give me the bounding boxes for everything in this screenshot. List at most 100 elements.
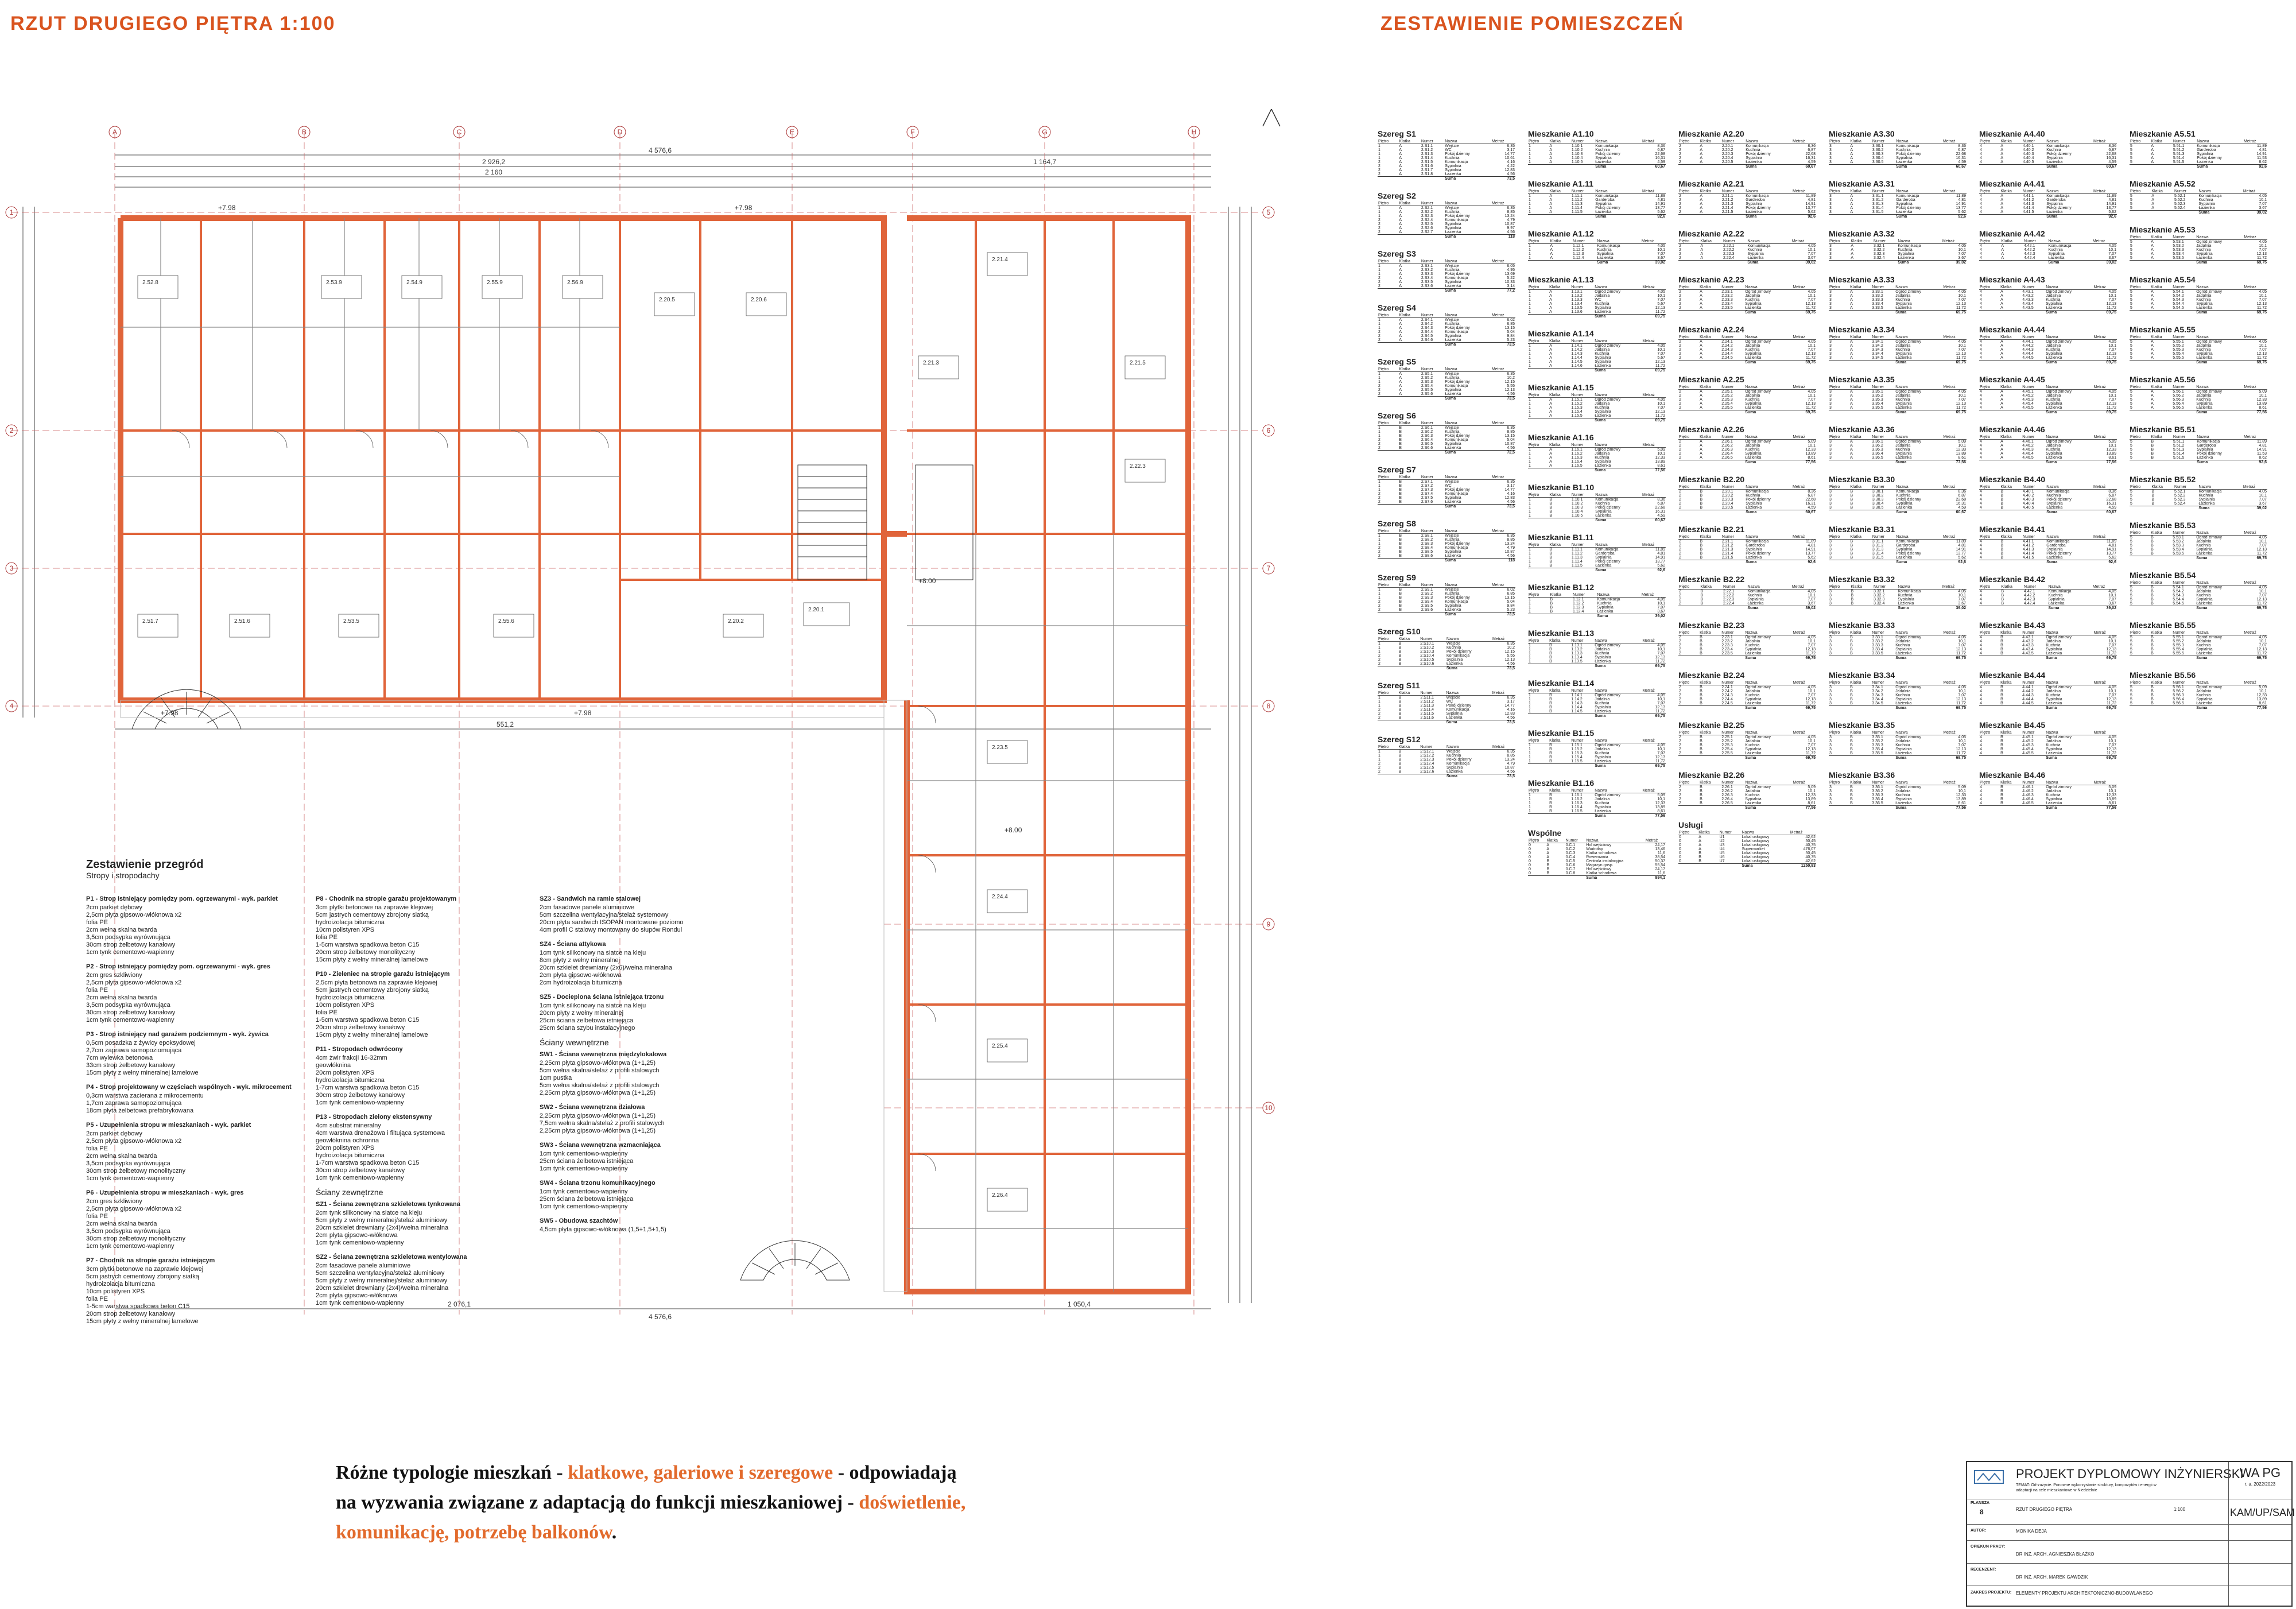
table-cell: 2.S5.3 [1421, 380, 1433, 384]
table-cell: B [1850, 506, 1853, 510]
table-cell: 12,13 [2256, 548, 2267, 552]
table-cell: 5.51.1 [2173, 440, 2185, 444]
sum-value: 92,6 [2092, 560, 2117, 564]
table-cell: B [1700, 793, 1702, 797]
table-cell: 1.10.3 [1571, 152, 1583, 156]
table-cell: 2 [1378, 766, 1380, 770]
table-cell: 5 [2130, 440, 2132, 444]
schedule-column-header: Metraż [1942, 335, 1967, 340]
table-cell: 5.54.2 [2173, 294, 2184, 298]
table-cell: Jadalnia [2046, 689, 2061, 693]
table-cell: B [1549, 701, 1552, 705]
schedule-column-header: Numer [1871, 681, 1895, 685]
table-cell: Jadalnia [1595, 648, 1610, 652]
table-cell: 476,07 [1803, 847, 1816, 851]
table-cell: 2 [1378, 762, 1380, 766]
table-cell [2150, 705, 2173, 710]
table-cell: A [2000, 394, 2003, 398]
table-cell: 2 [1679, 340, 1681, 344]
sum-value: 77,56 [1942, 805, 1967, 810]
sheet-number: 8 [1980, 1508, 1984, 1516]
sum-value: 69,75 [2093, 360, 2117, 365]
table-cell: 7,07 [1808, 298, 1816, 302]
schedule-column-header: Piętro [1979, 189, 2000, 194]
table-cell: Kuchnia [1595, 302, 1609, 306]
table-cell: 4,56 [1507, 554, 1515, 558]
schedule-column-header: Klatka [1699, 535, 1721, 540]
table-cell: Łazienka [1595, 414, 1611, 418]
table-cell: A [1549, 302, 1552, 306]
schedule-column-header: Numer [1572, 593, 1597, 598]
table-cell: 3.32.4 [1873, 256, 1885, 260]
table-cell: 1 [1529, 410, 1531, 414]
table-cell: 2 [1679, 635, 1681, 639]
table-cell: 3.30.1 [1872, 490, 1884, 494]
table-cell: B [2151, 689, 2154, 693]
partition-layer: 5cm płyty z wełny mineralnej/stelaż alum… [316, 1217, 448, 1224]
table-cell: 13,15 [1504, 434, 1515, 438]
schedule-column-header: Nazwa [1895, 535, 1942, 540]
table-cell: Sypialnia [1898, 598, 1914, 602]
table-cell: Komunikacja [1445, 546, 1468, 550]
schedule-column-header: Piętro [1829, 385, 1850, 390]
sum-label: Suma [1745, 560, 1792, 564]
table-cell: B [2151, 440, 2154, 444]
table-cell: 11,72 [2107, 652, 2116, 656]
table-cell: 8,36 [2108, 144, 2116, 148]
table-cell: 4 [1980, 198, 1982, 202]
table-cell: Komunikacja [1446, 762, 1470, 766]
table-cell: 16,31 [1956, 502, 1966, 506]
table-cell: A [1850, 302, 1853, 306]
sum-label: Suma [2196, 656, 2244, 660]
table-cell: Komunikacja [1746, 144, 1769, 148]
table-cell: 2.26.3 [1721, 448, 1733, 452]
schedule-table-title: Mieszkanie A5.53 [2130, 225, 2196, 234]
table-cell: 4.46.2 [2022, 444, 2034, 448]
table-cell: 22,68 [1655, 506, 1665, 510]
table-cell [1398, 774, 1420, 778]
sum-label: Suma [1744, 705, 1793, 710]
schedule-column-header: Klatka [1699, 285, 1721, 290]
table-cell [1378, 288, 1399, 293]
schedule-column-header: Nazwa [2196, 631, 2244, 635]
schedule-table-title: Mieszkanie A3.33 [1829, 275, 1895, 284]
table-cell [1378, 774, 1398, 778]
table-cell: 2.20.1 [1721, 490, 1733, 494]
schedule-column-header: Numer [1570, 189, 1595, 194]
schedule-table-title: Szereg S11 [1378, 681, 1420, 690]
table-cell: 10,1 [1808, 344, 1816, 348]
table-cell: 2.S7.1 [1421, 480, 1433, 484]
schedule-column-header: Piętro [1528, 393, 1549, 398]
table-cell: 4.44.3 [2022, 348, 2034, 352]
schedule-column-header: Piętro [2130, 531, 2151, 536]
schedule-column-header: Metraż [1792, 681, 1816, 685]
sum-value: 73,5 [1491, 612, 1515, 617]
table-cell: 11,72 [2257, 256, 2267, 260]
table-cell: 2 [1679, 552, 1681, 556]
table-cell: 4.44.4 [2022, 352, 2034, 356]
sum-value: 69,75 [1792, 410, 1816, 414]
table-cell: 38,54 [1655, 855, 1665, 859]
table-cell: 14,77 [1504, 152, 1515, 156]
axis-tag-7: 7 [1267, 564, 1271, 572]
schedule-column-header: Klatka [1700, 239, 1723, 244]
table-cell: 3.31.1 [1872, 194, 1884, 198]
table-cell: 4.45.1 [2022, 735, 2034, 739]
table-cell: Sypialnia [2046, 747, 2062, 751]
table-cell: 4,16 [1507, 160, 1515, 164]
partition-layer: 20cm płyta sandwich ISOPAN montowane poz… [540, 919, 684, 926]
